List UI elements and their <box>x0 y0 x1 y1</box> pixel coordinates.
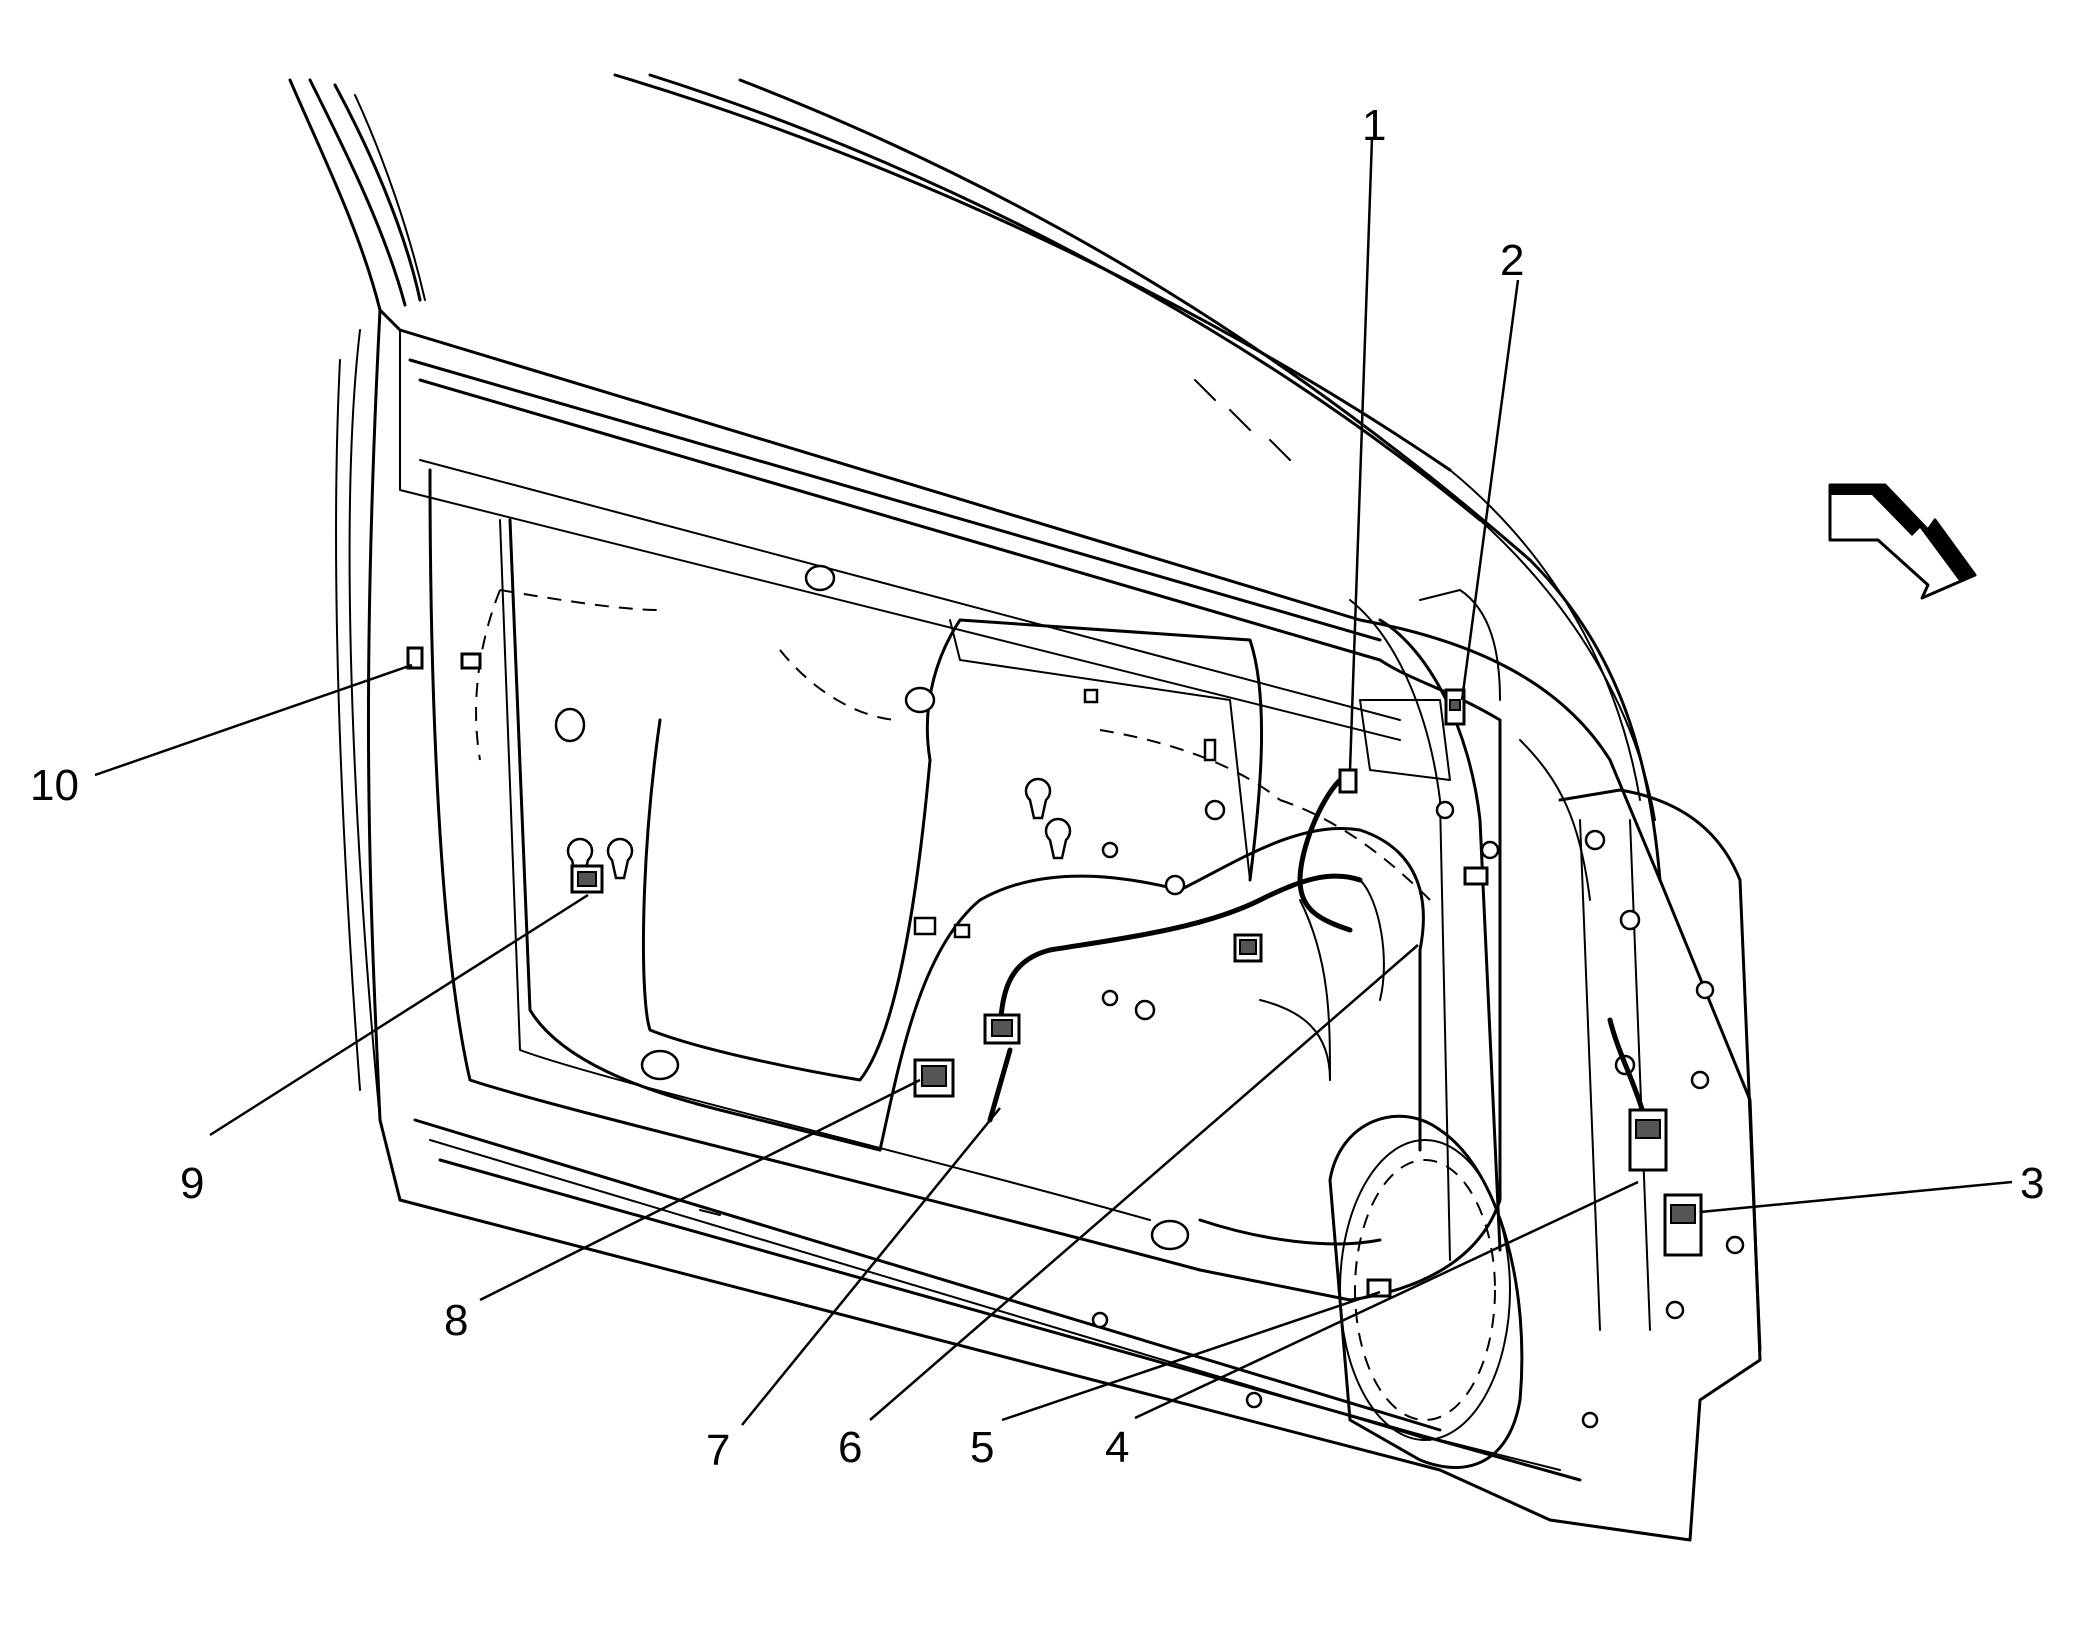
callout-9: 9 <box>180 1159 204 1208</box>
callout-10: 10 <box>30 761 79 810</box>
callout-8: 8 <box>444 1296 468 1345</box>
callout-6: 6 <box>838 1423 862 1472</box>
wiring-harness <box>475 589 1653 1143</box>
callout-4: 4 <box>1105 1423 1129 1472</box>
door-inner-panel <box>428 468 1591 1302</box>
panel-holes <box>554 564 1745 1429</box>
callout-2: 2 <box>1500 236 1524 285</box>
callout-5: 5 <box>970 1423 994 1472</box>
callout-3: 3 <box>2020 1159 2044 1208</box>
windshield-pillar <box>288 73 1662 882</box>
callout-1: 1 <box>1362 101 1386 150</box>
connectors <box>406 646 1703 1298</box>
callout-7: 7 <box>706 1426 730 1475</box>
callouts: 1 2 3 4 5 6 7 8 9 10 <box>30 101 2044 1475</box>
front-direction-arrow-icon <box>1828 483 1977 600</box>
door-speaker <box>1328 1114 1524 1469</box>
leader-lines <box>94 137 2013 1426</box>
door-outer-panel <box>335 308 1762 1542</box>
